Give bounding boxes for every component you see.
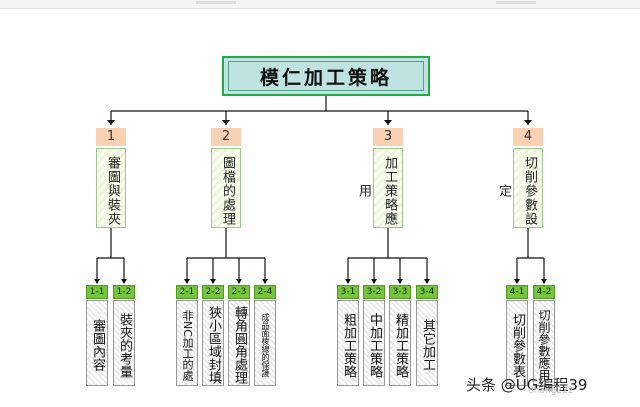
- category-label: 切削參數設定: [496, 148, 543, 228]
- root-title: 模仁加工策略: [228, 61, 424, 91]
- arrowhead: [107, 120, 115, 125]
- subitem-number: 2-4: [254, 285, 276, 299]
- subitem-label: 粗加工策略: [337, 300, 359, 386]
- subitem-label: 切削參數應用: [533, 300, 555, 386]
- arrowhead: [121, 279, 127, 284]
- category-number: 1: [96, 128, 126, 146]
- category-label: 審圖與裝夾: [96, 148, 126, 228]
- category-number: 3: [373, 128, 403, 146]
- subitem-number: 4-1: [506, 285, 528, 299]
- arrowhead: [262, 279, 268, 284]
- faint-watermark: dhang222: [528, 386, 574, 396]
- subitem-number: 3-3: [389, 285, 411, 299]
- subitem-number: 2-2: [202, 285, 224, 299]
- subitem-number: 1-2: [113, 285, 135, 299]
- arrowhead: [236, 279, 242, 284]
- subitem-label: 轉角圓角處理: [228, 300, 250, 386]
- strip-mark: [496, 1, 536, 4]
- arrowhead: [184, 279, 190, 284]
- subitem-number: 2-1: [176, 285, 198, 299]
- arrowhead: [384, 120, 392, 125]
- arrowhead: [371, 279, 377, 284]
- subitem-label: 中加工策略: [363, 300, 385, 386]
- subitem-number: 2-3: [228, 285, 250, 299]
- category-number: 2: [211, 128, 241, 146]
- arrowhead: [524, 120, 532, 125]
- subitem-number: 3-4: [416, 285, 438, 299]
- subitem-label: 切削參數表: [506, 300, 528, 386]
- subitem-label: 精加工策略: [389, 300, 411, 386]
- arrowhead: [345, 279, 351, 284]
- subitem-label: 成品面棱線的保護: [254, 300, 276, 386]
- category-number: 4: [513, 128, 543, 146]
- arrowhead: [222, 120, 230, 125]
- arrowhead: [424, 279, 430, 284]
- subitem-label: 審圖內容: [86, 300, 108, 386]
- arrowhead: [541, 279, 547, 284]
- arrowhead: [94, 279, 100, 284]
- category-label: 加工策略應用: [356, 148, 403, 228]
- arrowhead: [210, 279, 216, 284]
- strip-mark: [196, 1, 236, 4]
- root-node: 模仁加工策略: [222, 56, 430, 96]
- source-watermark: 头条 @UG编程39: [466, 376, 588, 394]
- arrowhead: [514, 279, 520, 284]
- subitem-number: 1-1: [86, 285, 108, 299]
- subitem-number: 4-2: [533, 285, 555, 299]
- subitem-number: 3-1: [337, 285, 359, 299]
- arrowhead: [397, 279, 403, 284]
- subitem-label: 非NC加工的處理: [176, 300, 198, 386]
- top-scroll-strip: [0, 0, 640, 9]
- subitem-label: 裝夾的考量: [113, 300, 135, 386]
- subitem-number: 3-2: [363, 285, 385, 299]
- category-label: 圖檔的處理: [211, 148, 241, 228]
- subitem-label: 狹小區域封填: [202, 300, 224, 386]
- subitem-label: 其它加工: [416, 300, 438, 386]
